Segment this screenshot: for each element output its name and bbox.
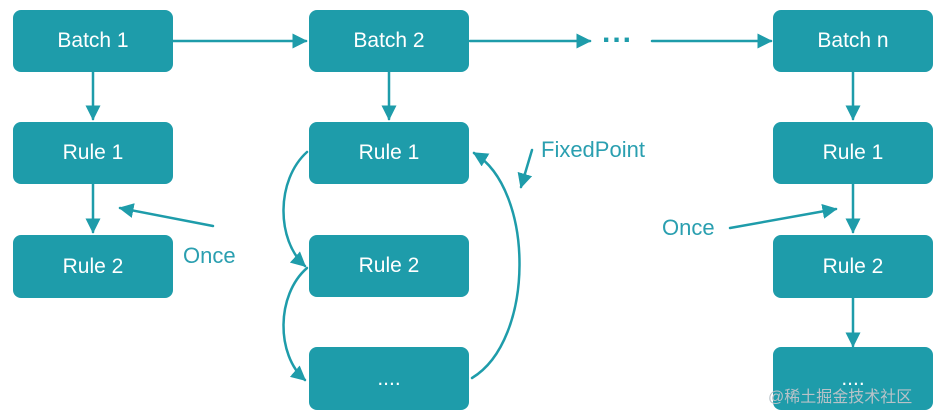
batch-2-strategy-label: FixedPoint [541,137,645,162]
batch-n-more-node: .... [773,347,933,410]
batch-1-rule-2-node: Rule 2 [13,235,173,298]
batch-n-rule-1-node: Rule 1 [773,122,933,184]
batch-1-rule-1-node: Rule 1 [13,122,173,184]
arrow-b2-rule2-more [282,266,309,382]
arrow-b2-rule1-rule2 [282,150,309,268]
batch-n-rule-2-node: Rule 2 [773,235,933,298]
arrow-b2-fixedpoint-loop [470,151,521,380]
batch-2-more-node: .... [309,347,469,410]
batch-n-node: Batch n [773,10,933,72]
arrow-bn-once [728,203,838,230]
watermark: @稀土掘金技术社区 [768,389,913,406]
batch-2-rule-1-node: Rule 1 [309,122,469,184]
arrow-b1-once [118,203,215,228]
batch-n-strategy-label: Once [662,215,715,240]
batch-1-node: Batch 1 [13,10,173,72]
batch-2-node: Batch 2 [309,10,469,72]
arrow-b2-fixedpoint [517,148,534,189]
batch-1-strategy-label: Once [183,243,236,268]
batch-2-rule-2-node: Rule 2 [309,235,469,297]
batch-ellipsis: ... [602,16,634,49]
